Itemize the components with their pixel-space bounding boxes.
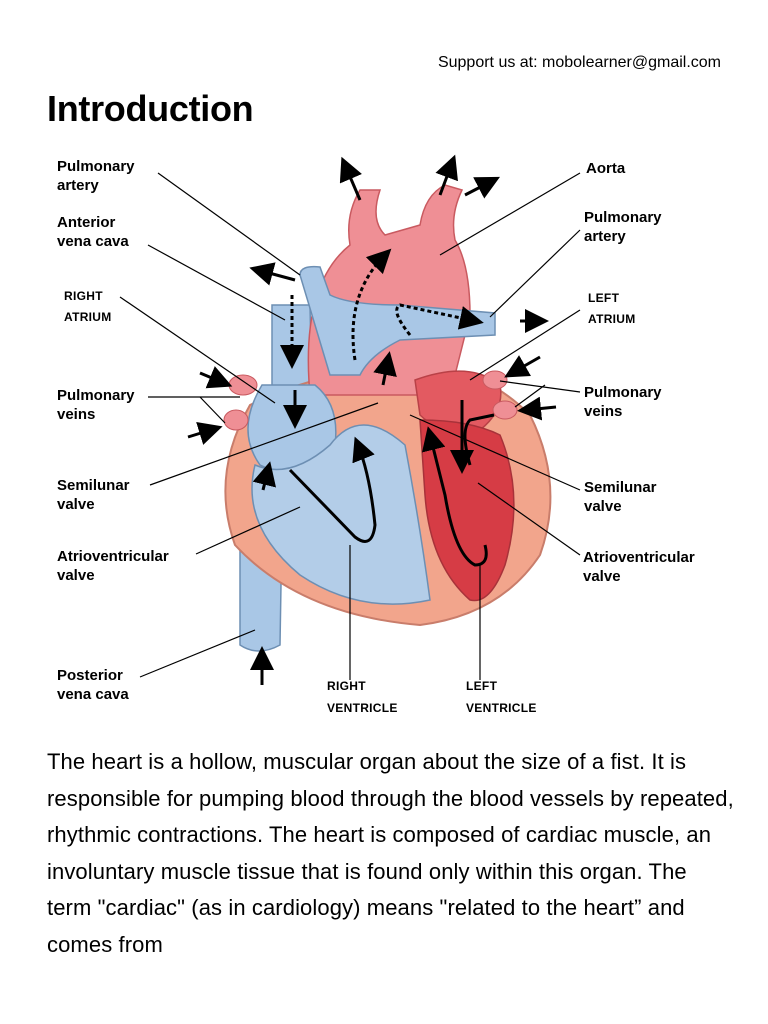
leader-line [409, 414, 581, 491]
leader-line [157, 172, 301, 276]
leader-line [477, 482, 581, 556]
flow-arrow [351, 248, 392, 361]
pulmonary-vein-left-shape [223, 409, 249, 431]
flow-arrow [249, 262, 296, 286]
pulmonary-vein-right-shape [482, 370, 508, 390]
leader-line [139, 629, 256, 678]
flow-arrow [517, 396, 557, 421]
leader-line [195, 506, 301, 555]
flow-arrow [288, 436, 377, 543]
leader-line [439, 172, 581, 256]
pulmonary-artery-shape [299, 265, 496, 376]
label-aorta: Aorta [586, 160, 626, 177]
left-ventricle-shape [419, 419, 515, 602]
flow-arrow [464, 176, 500, 199]
pulmonary-vein-right-shape [492, 400, 518, 420]
heart-illustration [119, 154, 581, 685]
leader-line [149, 402, 379, 486]
leader-line [469, 309, 581, 381]
leader-line [147, 244, 286, 321]
leader-line [499, 380, 581, 393]
right-ventricle-shape [251, 424, 431, 605]
flow-arrow [199, 366, 233, 389]
flow-arrow [373, 351, 397, 386]
leader-line [514, 384, 546, 408]
leader-line [119, 296, 276, 404]
flow-arrow [463, 413, 495, 466]
leader-line [489, 229, 581, 318]
flow-arrow [187, 421, 223, 445]
pulmonary-vein-left-shape [228, 374, 258, 396]
flow-arrow [421, 426, 488, 567]
intro-paragraph: The heart is a hollow, muscular organ ab… [47, 749, 734, 957]
leader-line [199, 396, 226, 424]
page-title: Introduction [47, 88, 254, 129]
flow-arrow [339, 156, 362, 201]
flow-arrow [504, 355, 541, 378]
support-email-text: Support us at: mobolearner@gmail.com [437, 54, 721, 71]
flow-arrow [252, 461, 277, 491]
flow-arrow [435, 154, 458, 196]
